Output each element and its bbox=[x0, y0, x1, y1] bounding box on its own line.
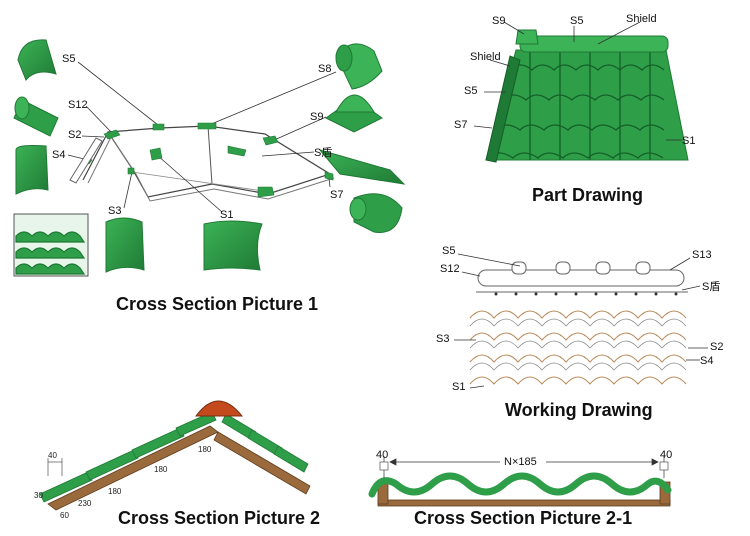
working-ridge-pipe bbox=[477, 269, 685, 287]
caption-part-drawing: Part Drawing bbox=[532, 185, 644, 205]
working-tile-rows bbox=[469, 310, 687, 385]
s12-ridge-rod bbox=[69, 137, 103, 184]
cross2-dim-230: 230 bbox=[78, 499, 92, 508]
label-s1: S1 bbox=[220, 209, 233, 221]
cross-section-2-1: 40 N×185 40 bbox=[368, 449, 672, 507]
s5-ridge-tile-icon bbox=[17, 39, 57, 81]
roof-ridge-line bbox=[207, 125, 213, 185]
s9-dome-tile-icon bbox=[325, 94, 383, 133]
caption-cross-section-1: Cross Section Picture 1 bbox=[116, 294, 319, 314]
cross21-dim-40-right: 40 bbox=[660, 449, 672, 461]
roof-tile-inset bbox=[13, 213, 89, 277]
part-drawing: S9 S5 Shield Shield S5 S7 S1 bbox=[454, 13, 695, 163]
working-label-s-shield: S盾 bbox=[702, 280, 720, 293]
caption-cross-section-2: Cross Section Picture 2 bbox=[118, 508, 321, 528]
label-s5: S5 bbox=[62, 53, 75, 65]
part-label-s7: S7 bbox=[454, 119, 467, 131]
s12-end-cap-icon bbox=[13, 96, 59, 137]
label-s7: S7 bbox=[330, 189, 343, 201]
label-s8: S8 bbox=[318, 63, 331, 75]
part-tile-rows bbox=[487, 50, 665, 160]
cross2-dim-60: 60 bbox=[60, 511, 69, 520]
part-label-s5-left: S5 bbox=[464, 85, 477, 97]
roof-outline bbox=[82, 125, 332, 198]
cross2-left-rafter bbox=[47, 425, 219, 511]
part-s9-cap bbox=[515, 29, 539, 45]
working-fixing-dots bbox=[494, 292, 678, 296]
part-label-s9: S9 bbox=[492, 15, 505, 27]
cross2-right-rafter bbox=[213, 431, 311, 495]
cross2-dim-180c: 180 bbox=[198, 445, 212, 454]
label-s3: S3 bbox=[108, 205, 121, 217]
cross21-base-batten bbox=[377, 499, 671, 507]
cross2-right-tiles bbox=[221, 413, 309, 473]
s8-cap-tile-icon bbox=[335, 43, 383, 90]
cross21-dim-span: N×185 bbox=[504, 456, 537, 468]
cross2-dim-40: 40 bbox=[48, 451, 57, 460]
cross2-left-tiles bbox=[39, 411, 217, 503]
working-label-s2: S2 bbox=[710, 341, 723, 353]
label-s-shield: S盾 bbox=[314, 146, 332, 159]
cross2-dim-30: 30 bbox=[34, 491, 43, 500]
label-s12: S12 bbox=[68, 99, 88, 111]
cross-section-2: 40 30 60 230 180 180 180 bbox=[34, 400, 311, 520]
cross2-ridge-cap bbox=[195, 400, 244, 417]
part-ridge-s5 bbox=[519, 35, 669, 53]
part-label-shield-top: Shield bbox=[626, 13, 657, 25]
part-label-shield-left: Shield bbox=[470, 51, 501, 63]
s3-tile-icon bbox=[105, 217, 145, 273]
working-label-s5: S5 bbox=[442, 245, 455, 257]
caption-cross-section-2-1: Cross Section Picture 2-1 bbox=[414, 508, 633, 528]
working-drawing: S5 S13 S12 S盾 S3 S2 S4 S1 bbox=[436, 245, 723, 393]
s1-main-tile-icon bbox=[203, 220, 263, 271]
cross2-dim-180a: 180 bbox=[108, 487, 122, 496]
s7-end-tile-icon bbox=[349, 193, 403, 233]
cross2-dim-180b: 180 bbox=[154, 465, 168, 474]
part-side-ridge bbox=[485, 55, 521, 163]
working-label-s3: S3 bbox=[436, 333, 449, 345]
working-label-s12: S12 bbox=[440, 263, 460, 275]
caption-working-drawing: Working Drawing bbox=[505, 400, 653, 420]
working-label-s4: S4 bbox=[700, 355, 713, 367]
part-label-s1: S1 bbox=[682, 135, 695, 147]
label-s2: S2 bbox=[68, 129, 81, 141]
cross21-wave-tiles bbox=[368, 472, 672, 498]
label-s4: S4 bbox=[52, 149, 65, 161]
cross-section-1: S5 S12 S2 S4 S3 S1 S8 S9 S盾 S7 bbox=[13, 39, 406, 277]
label-s9: S9 bbox=[310, 111, 323, 123]
roof-tile-markers bbox=[82, 122, 334, 198]
s4-tile-icon bbox=[15, 145, 49, 195]
working-label-s1: S1 bbox=[452, 381, 465, 393]
working-ridge-caps bbox=[511, 261, 651, 275]
working-label-s13: S13 bbox=[692, 249, 712, 261]
part-label-s5-top: S5 bbox=[570, 15, 583, 27]
cross21-dim-40-left: 40 bbox=[376, 449, 388, 461]
s-shield-tile-icon bbox=[318, 149, 406, 185]
